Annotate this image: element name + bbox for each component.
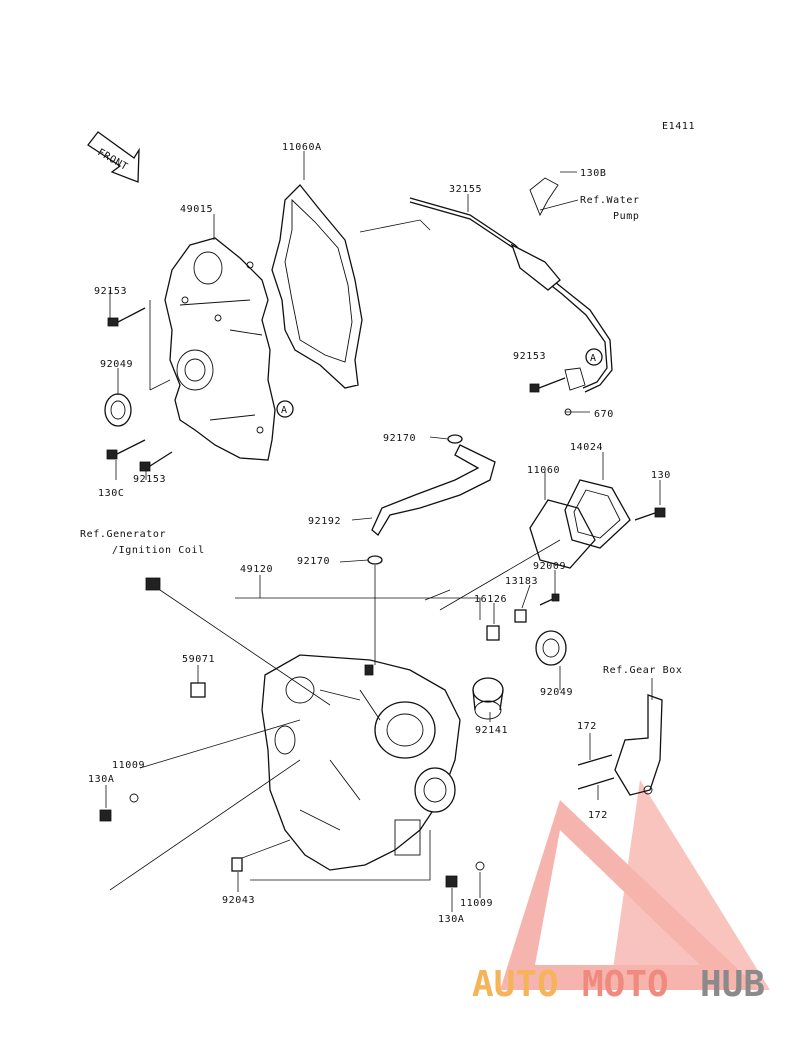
front-cover-49015 <box>164 237 276 461</box>
watermark-moto: MOTO <box>582 964 669 1005</box>
label-92049-b: 92049 <box>540 687 573 698</box>
label-13183: 13183 <box>505 576 538 587</box>
clip-92170-a <box>447 434 463 444</box>
callout-a-2-label: A <box>590 353 597 364</box>
label-49015: 49015 <box>180 204 213 215</box>
bolt-130C <box>106 439 146 460</box>
watermark-text: AUTO MOTO HUB <box>472 964 765 1005</box>
part-labels: 11060A 49015 32155 130B Ref.Water Pump 9… <box>80 142 682 925</box>
label-11009-a: 11009 <box>112 760 145 771</box>
label-130A-b: 130A <box>438 914 464 925</box>
label-92153-a: 92153 <box>94 286 127 297</box>
watermark-hub: HUB <box>700 964 765 1005</box>
dowel-16126 <box>486 625 500 641</box>
callout-a-2: A <box>585 348 603 366</box>
crankcase-49120 <box>261 654 461 871</box>
clip-92170-b <box>367 555 383 565</box>
clamp-92153-c <box>529 367 586 416</box>
bushing-92141 <box>472 677 504 720</box>
label-11060A: 11060A <box>282 142 322 153</box>
dowel-13183 <box>514 609 527 623</box>
oil-seal-92049-bottom <box>535 630 567 666</box>
plug-generator <box>145 577 331 706</box>
label-11060: 11060 <box>527 465 560 476</box>
callout-a-1-label: A <box>281 405 288 416</box>
front-arrow-icon: FRONT <box>87 131 140 183</box>
label-ref-gearbox: Ref.Gear Box <box>603 665 682 676</box>
label-ref-water-1: Ref.Water <box>580 195 640 206</box>
label-130B: 130B <box>580 168 606 179</box>
pin-92043 <box>231 857 243 872</box>
bolt-92009 <box>539 593 560 606</box>
hose-92192 <box>371 444 496 536</box>
bolt-130A-b <box>445 875 458 888</box>
label-ref-generator-1: Ref.Generator <box>80 529 166 540</box>
watermark-logo <box>500 780 770 990</box>
label-ref-water-2: Pump <box>613 211 639 222</box>
label-32155: 32155 <box>449 184 482 195</box>
part-59071 <box>190 682 206 698</box>
studs-172 <box>577 754 615 790</box>
bolt-130 <box>634 507 666 521</box>
label-92141: 92141 <box>475 725 508 736</box>
oil-seal-92049-top <box>104 393 132 427</box>
label-92153-b: 92153 <box>133 474 166 485</box>
label-92153-c: 92153 <box>513 351 546 362</box>
label-92192: 92192 <box>308 516 341 527</box>
diagram-code: E1411 <box>662 121 695 132</box>
label-ref-generator-2: /Ignition Coil <box>112 545 205 556</box>
label-14024: 14024 <box>570 442 603 453</box>
gasket-11060 <box>529 499 596 569</box>
label-130: 130 <box>651 470 671 481</box>
cover-14024 <box>564 479 631 549</box>
washer-11009-b <box>475 861 485 871</box>
water-pipe-32155 <box>409 177 613 393</box>
label-172-b: 172 <box>588 810 608 821</box>
gearbox-bracket <box>614 694 663 796</box>
label-92170-b: 92170 <box>297 556 330 567</box>
label-59071: 59071 <box>182 654 215 665</box>
leader-lines <box>105 151 661 912</box>
label-92170-a: 92170 <box>383 433 416 444</box>
callout-a-1: A <box>276 400 294 418</box>
label-130A-a: 130A <box>88 774 114 785</box>
bolt-92153-b <box>139 451 173 472</box>
bolt-130A-a <box>99 809 112 822</box>
label-92049-a: 92049 <box>100 359 133 370</box>
label-92043: 92043 <box>222 895 255 906</box>
label-49120: 49120 <box>240 564 273 575</box>
bolt-92153-a <box>107 307 146 327</box>
label-16126: 16126 <box>474 594 507 605</box>
label-130C: 130C <box>98 488 124 499</box>
washer-11009-a <box>129 793 139 803</box>
label-670: 670 <box>594 409 614 420</box>
watermark-auto: AUTO <box>472 964 559 1005</box>
label-11009-b: 11009 <box>460 898 493 909</box>
label-92009: 92009 <box>533 561 566 572</box>
label-172-a: 172 <box>577 721 597 732</box>
gasket-11060A <box>271 184 363 389</box>
